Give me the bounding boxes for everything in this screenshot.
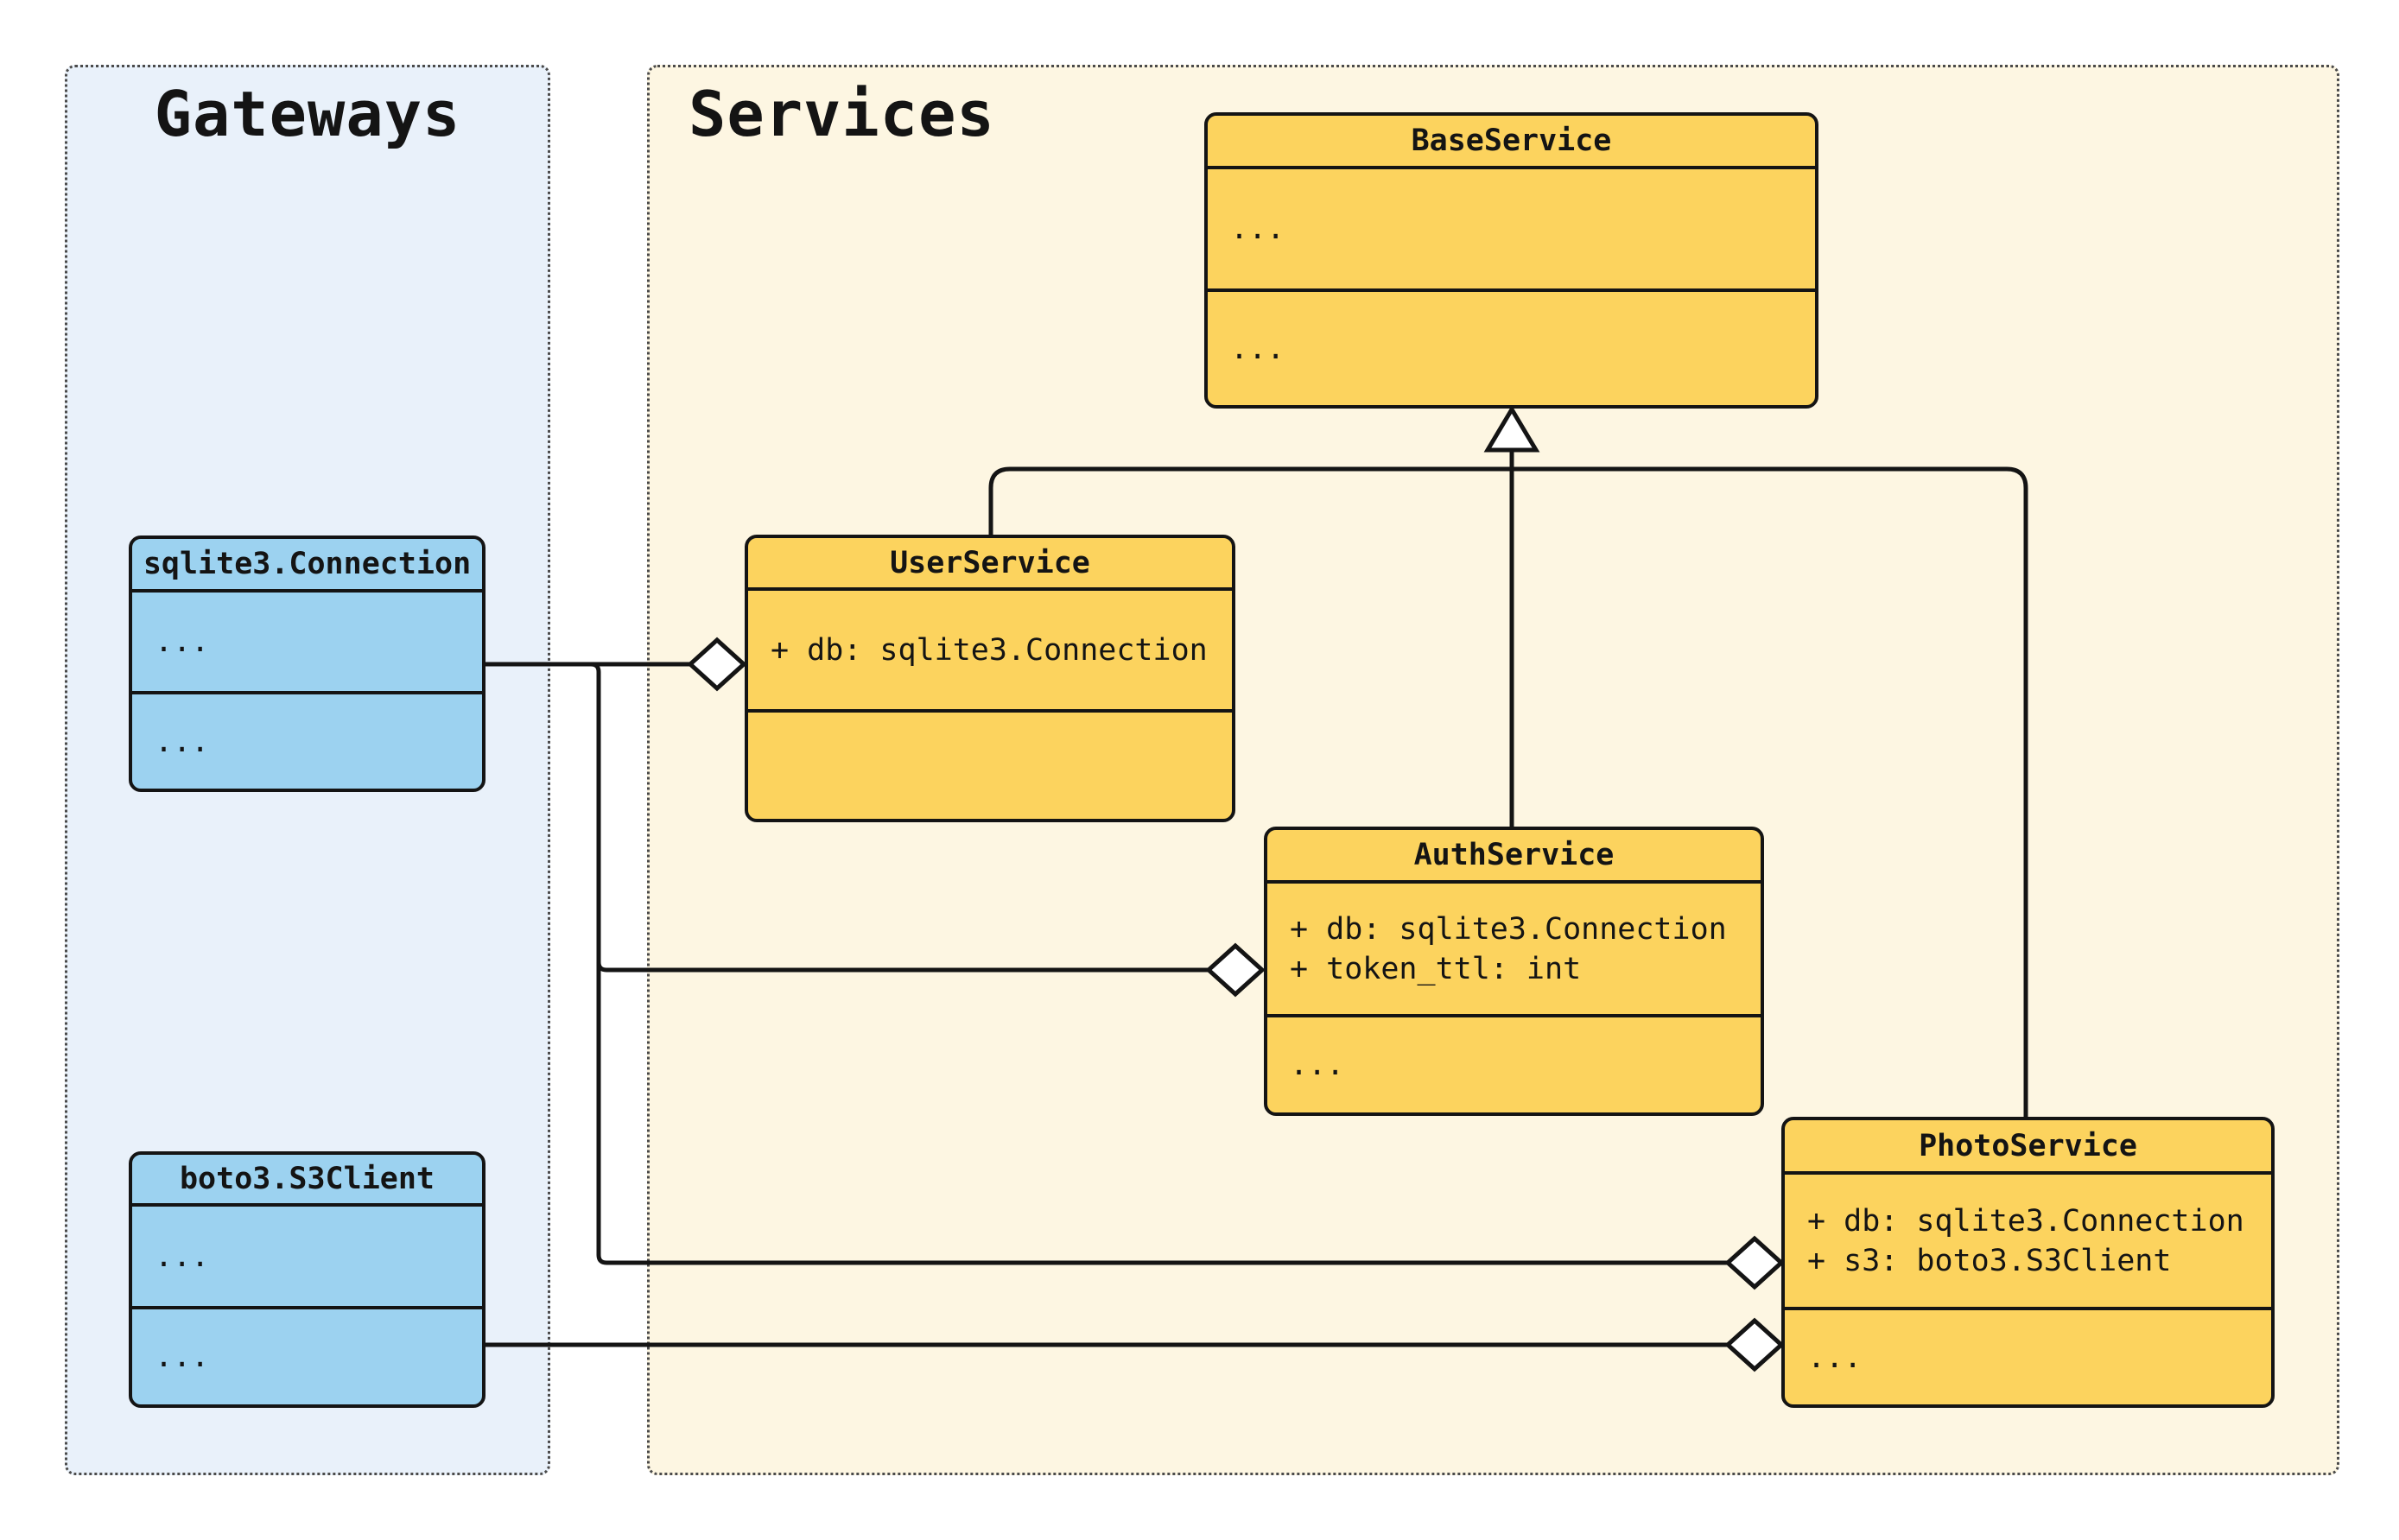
attribute-line: + db: sqlite3.Connection (1290, 911, 1727, 947)
class-box-sqlite3-connection: sqlite3.Connection ... ... (129, 536, 486, 792)
attribute-line: + db: sqlite3.Connection (771, 632, 1208, 668)
attributes-compartment: + db: sqlite3.Connection (748, 591, 1232, 713)
attribute-line: + token_ttl: int (1290, 951, 1582, 986)
class-box-photoservice: PhotoService + db: sqlite3.Connection + … (1781, 1117, 2275, 1408)
class-name: UserService (748, 538, 1232, 591)
attributes-compartment: ... (132, 593, 482, 694)
methods-placeholder: ... (1290, 1048, 1345, 1082)
attribute-line: ... (155, 1239, 210, 1274)
attributes-compartment: ... (1208, 169, 1815, 292)
attribute-line: + db: sqlite3.Connection (1807, 1203, 2244, 1239)
services-panel-title: Services (689, 78, 995, 150)
attributes-compartment: + db: sqlite3.Connection + s3: boto3.S3C… (1785, 1175, 2271, 1310)
class-box-authservice: AuthService + db: sqlite3.Connection + t… (1264, 827, 1764, 1116)
methods-compartment: ... (1785, 1310, 2271, 1404)
attribute-line: ... (155, 624, 210, 659)
gateways-panel-title: Gateways (154, 78, 461, 150)
class-name: PhotoService (1785, 1120, 2271, 1175)
attributes-compartment: ... (132, 1207, 482, 1309)
methods-placeholder: ... (1807, 1340, 1863, 1375)
attribute-line: ... (1230, 212, 1285, 246)
class-name: BaseService (1208, 116, 1815, 169)
methods-placeholder: ... (155, 1340, 210, 1374)
class-name: sqlite3.Connection (132, 539, 482, 593)
attribute-line: + s3: boto3.S3Client (1807, 1243, 2172, 1278)
class-name: boto3.S3Client (132, 1155, 482, 1207)
methods-compartment (748, 713, 1232, 819)
class-box-userservice: UserService + db: sqlite3.Connection (745, 535, 1235, 822)
methods-compartment: ... (1208, 292, 1815, 405)
attributes-compartment: + db: sqlite3.Connection + token_ttl: in… (1267, 884, 1761, 1017)
methods-placeholder: ... (1230, 331, 1285, 366)
methods-compartment: ... (132, 1309, 482, 1404)
methods-compartment: ... (1267, 1017, 1761, 1112)
class-box-baseservice: BaseService ... ... (1204, 112, 1818, 409)
class-box-boto3-s3client: boto3.S3Client ... ... (129, 1151, 486, 1408)
methods-compartment: ... (132, 694, 482, 789)
class-name: AuthService (1267, 830, 1761, 884)
methods-placeholder: ... (155, 724, 210, 759)
